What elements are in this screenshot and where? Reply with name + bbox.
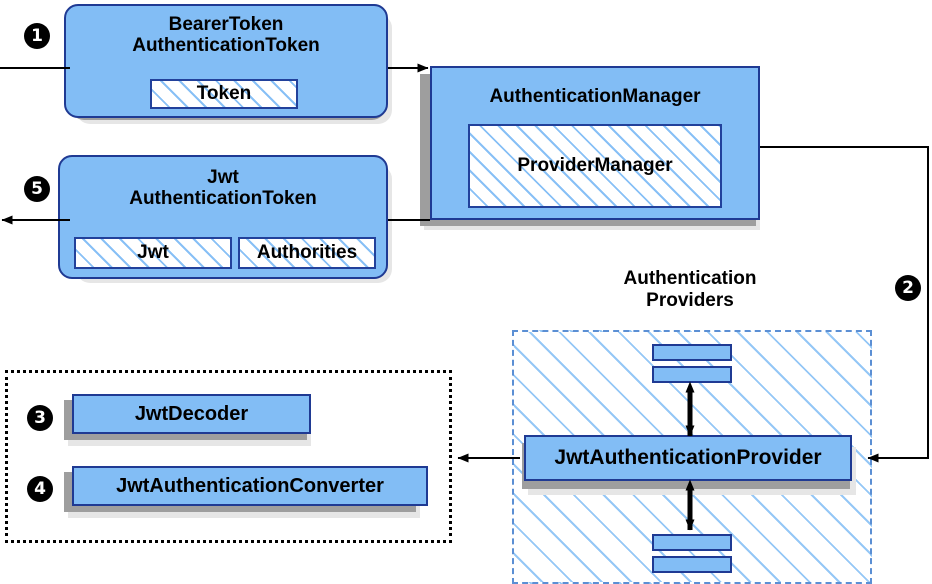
part-provider-manager[interactable]: ProviderManager	[468, 124, 722, 208]
authentication-manager-title: AuthenticationManager	[489, 86, 701, 107]
authentication-providers-caption: Authentication Providers	[590, 268, 790, 312]
authentication-providers-caption-line2: Providers	[646, 289, 734, 311]
node-jwt-authentication-provider[interactable]: JwtAuthenticationProvider	[524, 435, 852, 481]
provider-slot-upper-2	[652, 366, 732, 383]
bearer-token-title-line2: AuthenticationToken	[132, 35, 320, 57]
step-badge-3: 3	[27, 405, 53, 431]
step-badge-1: 1	[24, 23, 50, 49]
provider-slot-upper-1	[652, 344, 732, 361]
part-token[interactable]: Token	[150, 79, 298, 109]
node-jwt-authentication-converter[interactable]: JwtAuthenticationConverter	[72, 466, 428, 506]
step-badge-5: 5	[24, 176, 50, 202]
jwt-token-title-line1: Jwt	[207, 167, 239, 188]
jwt-support-group-zone	[5, 370, 452, 543]
authentication-providers-caption-line1: Authentication	[623, 268, 757, 289]
step-badge-2: 2	[895, 275, 921, 301]
provider-slot-lower-1	[652, 534, 732, 551]
part-jwt[interactable]: Jwt	[74, 237, 232, 269]
provider-slot-lower-2	[652, 556, 732, 573]
jwt-token-title-line2: AuthenticationToken	[129, 188, 317, 210]
bearer-token-title-line1: BearerToken	[168, 14, 284, 35]
part-authorities[interactable]: Authorities	[238, 237, 376, 269]
step-badge-4: 4	[27, 476, 53, 502]
node-jwt-decoder[interactable]: JwtDecoder	[72, 394, 311, 434]
